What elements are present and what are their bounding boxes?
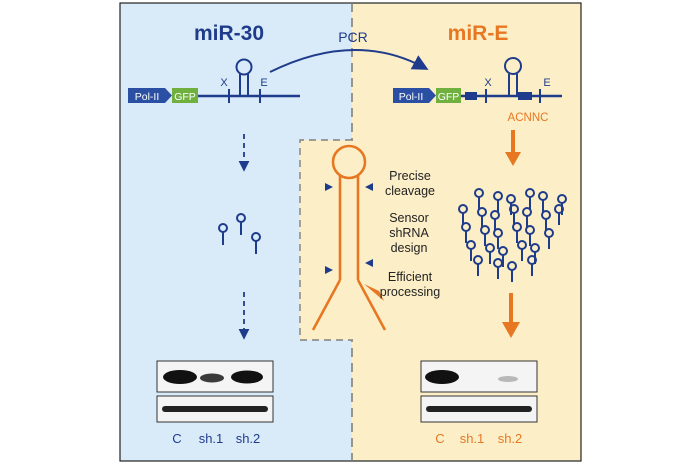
pcr-label: PCR xyxy=(338,29,368,45)
site-e: E xyxy=(543,77,550,89)
lane-label: sh.1 xyxy=(199,431,224,446)
left-western-blot: C sh.1 sh.2 xyxy=(156,360,274,446)
right-orange-arrow-2 xyxy=(502,293,520,338)
right-title: miR-E xyxy=(448,22,509,45)
label-efficient: Efficient xyxy=(388,270,433,284)
gfp-box xyxy=(172,88,198,103)
right-western-blot: C sh.1 sh.2 xyxy=(420,360,538,446)
blot-band xyxy=(163,370,197,384)
left-title: miR-30 xyxy=(194,22,264,45)
label-design: design xyxy=(391,241,428,255)
right-construct: Pol-II GFP X E ACNNC xyxy=(393,57,562,124)
label-processing: processing xyxy=(380,285,440,299)
construct-hairpin xyxy=(508,74,518,96)
pcr-arrow xyxy=(269,48,429,73)
lane-label: sh.2 xyxy=(236,431,261,446)
cleavage-marker xyxy=(325,266,333,274)
lane-label: C xyxy=(172,431,181,446)
pol-ii-promoter xyxy=(393,88,436,103)
lane-label: sh.1 xyxy=(460,431,485,446)
left-construct: Pol-II GFP X E xyxy=(128,58,300,103)
outer-frame xyxy=(119,2,582,462)
blot-band xyxy=(231,370,263,384)
site-e: E xyxy=(260,77,267,89)
cleavage-marker xyxy=(325,183,333,191)
blot-band xyxy=(425,370,459,384)
construct-hairpin xyxy=(239,74,249,96)
blot-band xyxy=(498,376,518,382)
lane-label: sh.2 xyxy=(498,431,523,446)
blot-loading-band xyxy=(426,406,532,412)
site-x: X xyxy=(220,77,228,89)
gfp-label: GFP xyxy=(438,91,460,103)
label-sensor: Sensor xyxy=(389,211,429,225)
site-x: X xyxy=(484,77,492,89)
right-shrna-hairpins xyxy=(458,188,567,282)
processing-arrow xyxy=(364,284,384,301)
pol-ii-label: Pol-II xyxy=(135,91,160,103)
blot-band xyxy=(200,373,224,383)
pol-ii-promoter xyxy=(128,88,172,103)
pol-ii-label: Pol-II xyxy=(399,91,424,103)
label-precise: Precise xyxy=(389,169,431,183)
acnnc-motif: ACNNC xyxy=(508,112,549,124)
blot-loading-band xyxy=(162,406,268,412)
label-cleavage: cleavage xyxy=(385,184,435,198)
cleavage-marker xyxy=(365,259,373,267)
gfp-label: GFP xyxy=(174,91,196,103)
lane-label: C xyxy=(435,431,444,446)
center-hairpin xyxy=(311,144,387,331)
label-shrna: shRNA xyxy=(389,226,429,240)
gfp-box xyxy=(436,88,461,103)
center-box xyxy=(299,139,352,341)
right-orange-arrow-1 xyxy=(505,130,521,166)
cleavage-marker xyxy=(365,183,373,191)
